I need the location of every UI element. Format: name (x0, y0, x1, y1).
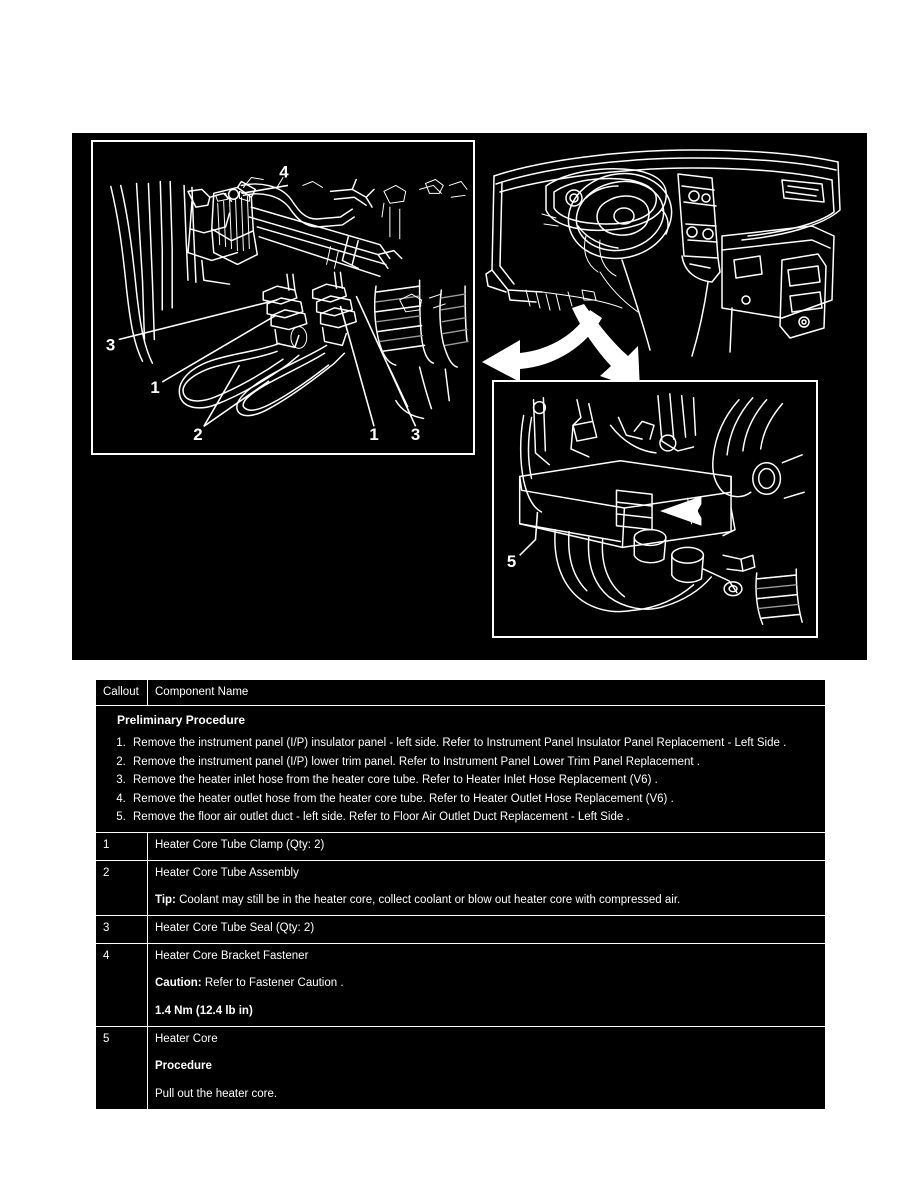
component-table-grid: Callout Component Name Preliminary Proce… (95, 679, 826, 1110)
table-row: 5 Heater Core Procedure Pull out the hea… (95, 1025, 826, 1110)
tip-label: Tip: (155, 894, 176, 907)
preliminary-steps-list: Remove the instrument panel (I/P) insula… (103, 735, 818, 825)
preliminary-step: Remove the heater inlet hose from the he… (129, 772, 818, 788)
figure-panel-heater-core-inset-view: 5 (492, 380, 818, 638)
component-line: Heater Core Tube Seal (Qty: 2) (155, 922, 315, 935)
procedure-label: Procedure (155, 1060, 212, 1073)
component-line: Heater Core Tube Assembly (155, 866, 299, 879)
column-header-callout: Callout (95, 679, 148, 706)
row-callout-number: 1 (95, 832, 148, 861)
table-row: 4 Heater Core Bracket Fastener Caution: … (95, 942, 826, 1027)
figure-callout-2: 2 (193, 425, 202, 444)
figure-arrows-group (482, 304, 640, 390)
figure-callout-4: 4 (279, 163, 289, 182)
component-line: Heater Core (155, 1032, 218, 1045)
table-row: 1 Heater Core Tube Clamp (Qty: 2) (95, 832, 826, 861)
illustration-block: 4 3 1 2 1 3 (72, 133, 867, 660)
tip-text: Coolant may still be in the heater core,… (175, 894, 681, 907)
component-line: Heater Core Tube Clamp (Qty: 2) (155, 839, 325, 852)
heater-core-inset-drawing: 5 (507, 393, 805, 625)
arrow-to-main-view-icon (482, 310, 602, 382)
preliminary-step: Remove the floor air outlet duct - left … (129, 809, 818, 825)
figure-callout-3-left: 3 (106, 335, 115, 354)
component-line: Heater Core Bracket Fastener (155, 949, 309, 962)
column-header-component-name: Component Name (147, 679, 826, 706)
row-callout-number: 2 (95, 859, 148, 917)
component-table: Callout Component Name Preliminary Proce… (93, 677, 828, 1112)
row-callout-number: 4 (95, 942, 148, 1027)
preliminary-cell: Preliminary Procedure Remove the instrum… (95, 704, 826, 834)
row-component-name: Heater Core Tube Clamp (Qty: 2) (147, 832, 826, 861)
instrument-panel-drawing (485, 149, 841, 357)
row-component-name: Heater Core Tube Seal (Qty: 2) (147, 915, 826, 944)
main-component-drawing: 4 3 1 2 1 3 (106, 163, 469, 444)
preliminary-step: Remove the heater outlet hose from the h… (129, 791, 818, 807)
figure-callout-3-right: 3 (411, 425, 420, 444)
figure-callout-1-right: 1 (369, 425, 378, 444)
procedure-text: Pull out the heater core. (155, 1088, 278, 1101)
torque-spec: 1.4 Nm (12.4 lb in) (155, 1005, 253, 1018)
preliminary-step: Remove the instrument panel (I/P) lower … (129, 754, 818, 770)
caution-text: Refer to Fastener Caution . (201, 977, 344, 990)
table-row: 2 Heater Core Tube Assembly Tip: Coolant… (95, 859, 826, 917)
row-component-name: Heater Core Tube Assembly Tip: Coolant m… (147, 859, 826, 917)
row-callout-number: 5 (95, 1025, 148, 1110)
figure-panel-main-component-view: 4 3 1 2 1 3 (91, 140, 475, 455)
row-callout-number: 3 (95, 915, 148, 944)
figure-panel-instrument-panel-view (482, 140, 852, 365)
caution-label: Caution: (155, 977, 202, 990)
figure-callout-5: 5 (507, 552, 516, 571)
table-body: Preliminary Procedure Remove the instrum… (95, 704, 826, 1110)
table-row: 3 Heater Core Tube Seal (Qty: 2) (95, 915, 826, 944)
table-header-row: Callout Component Name (95, 679, 826, 706)
row-component-name: Heater Core Bracket Fastener Caution: Re… (147, 942, 826, 1027)
preliminary-title: Preliminary Procedure (117, 712, 246, 727)
component-tip: Tip: Coolant may still be in the heater … (155, 892, 818, 909)
row-component-name: Heater Core Procedure Pull out the heate… (147, 1025, 826, 1110)
table-row-preliminary: Preliminary Procedure Remove the instrum… (95, 704, 826, 834)
arrow-pull-out-heater-core-icon (659, 496, 702, 526)
arrow-to-inset-view-icon (572, 304, 640, 390)
figure-callout-1-left: 1 (150, 378, 159, 397)
component-caution: Caution: Refer to Fastener Caution . (155, 975, 818, 992)
preliminary-step: Remove the instrument panel (I/P) insula… (129, 735, 818, 751)
